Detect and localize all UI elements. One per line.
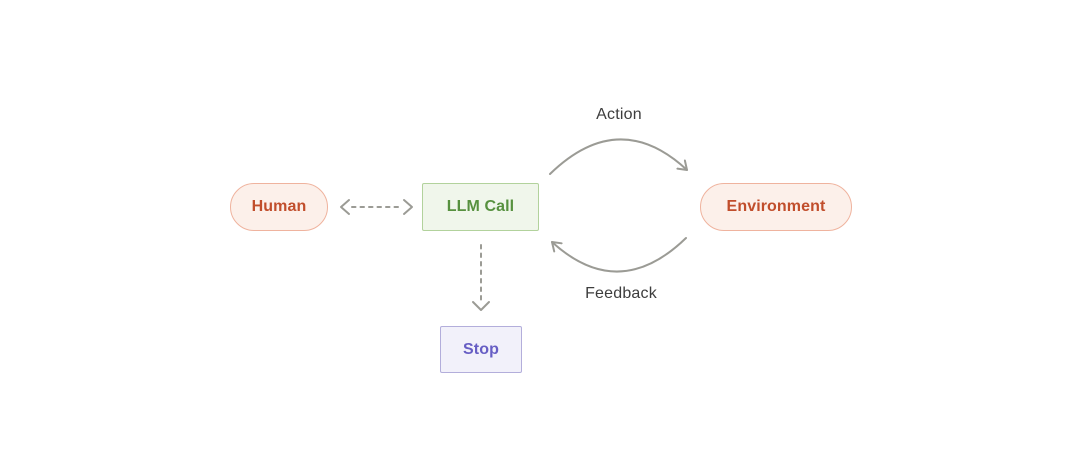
node-stop-label: Stop xyxy=(463,340,499,358)
node-environment: Environment xyxy=(700,183,852,231)
llm-stop-dashed-arrow xyxy=(472,244,490,311)
node-llm-call-label: LLM Call xyxy=(446,198,515,215)
action-arrow xyxy=(549,138,688,175)
node-stop: Stop xyxy=(440,326,522,373)
node-llm-call: LLM Call xyxy=(422,183,539,231)
action-edge-label: Action xyxy=(596,106,642,123)
node-human: Human xyxy=(230,183,328,231)
feedback-edge-label: Feedback xyxy=(585,285,657,302)
feedback-arrow xyxy=(551,237,687,273)
human-llm-dashed-arrow xyxy=(340,199,413,215)
node-human-label: Human xyxy=(251,198,307,215)
node-environment-label: Environment xyxy=(726,198,826,215)
